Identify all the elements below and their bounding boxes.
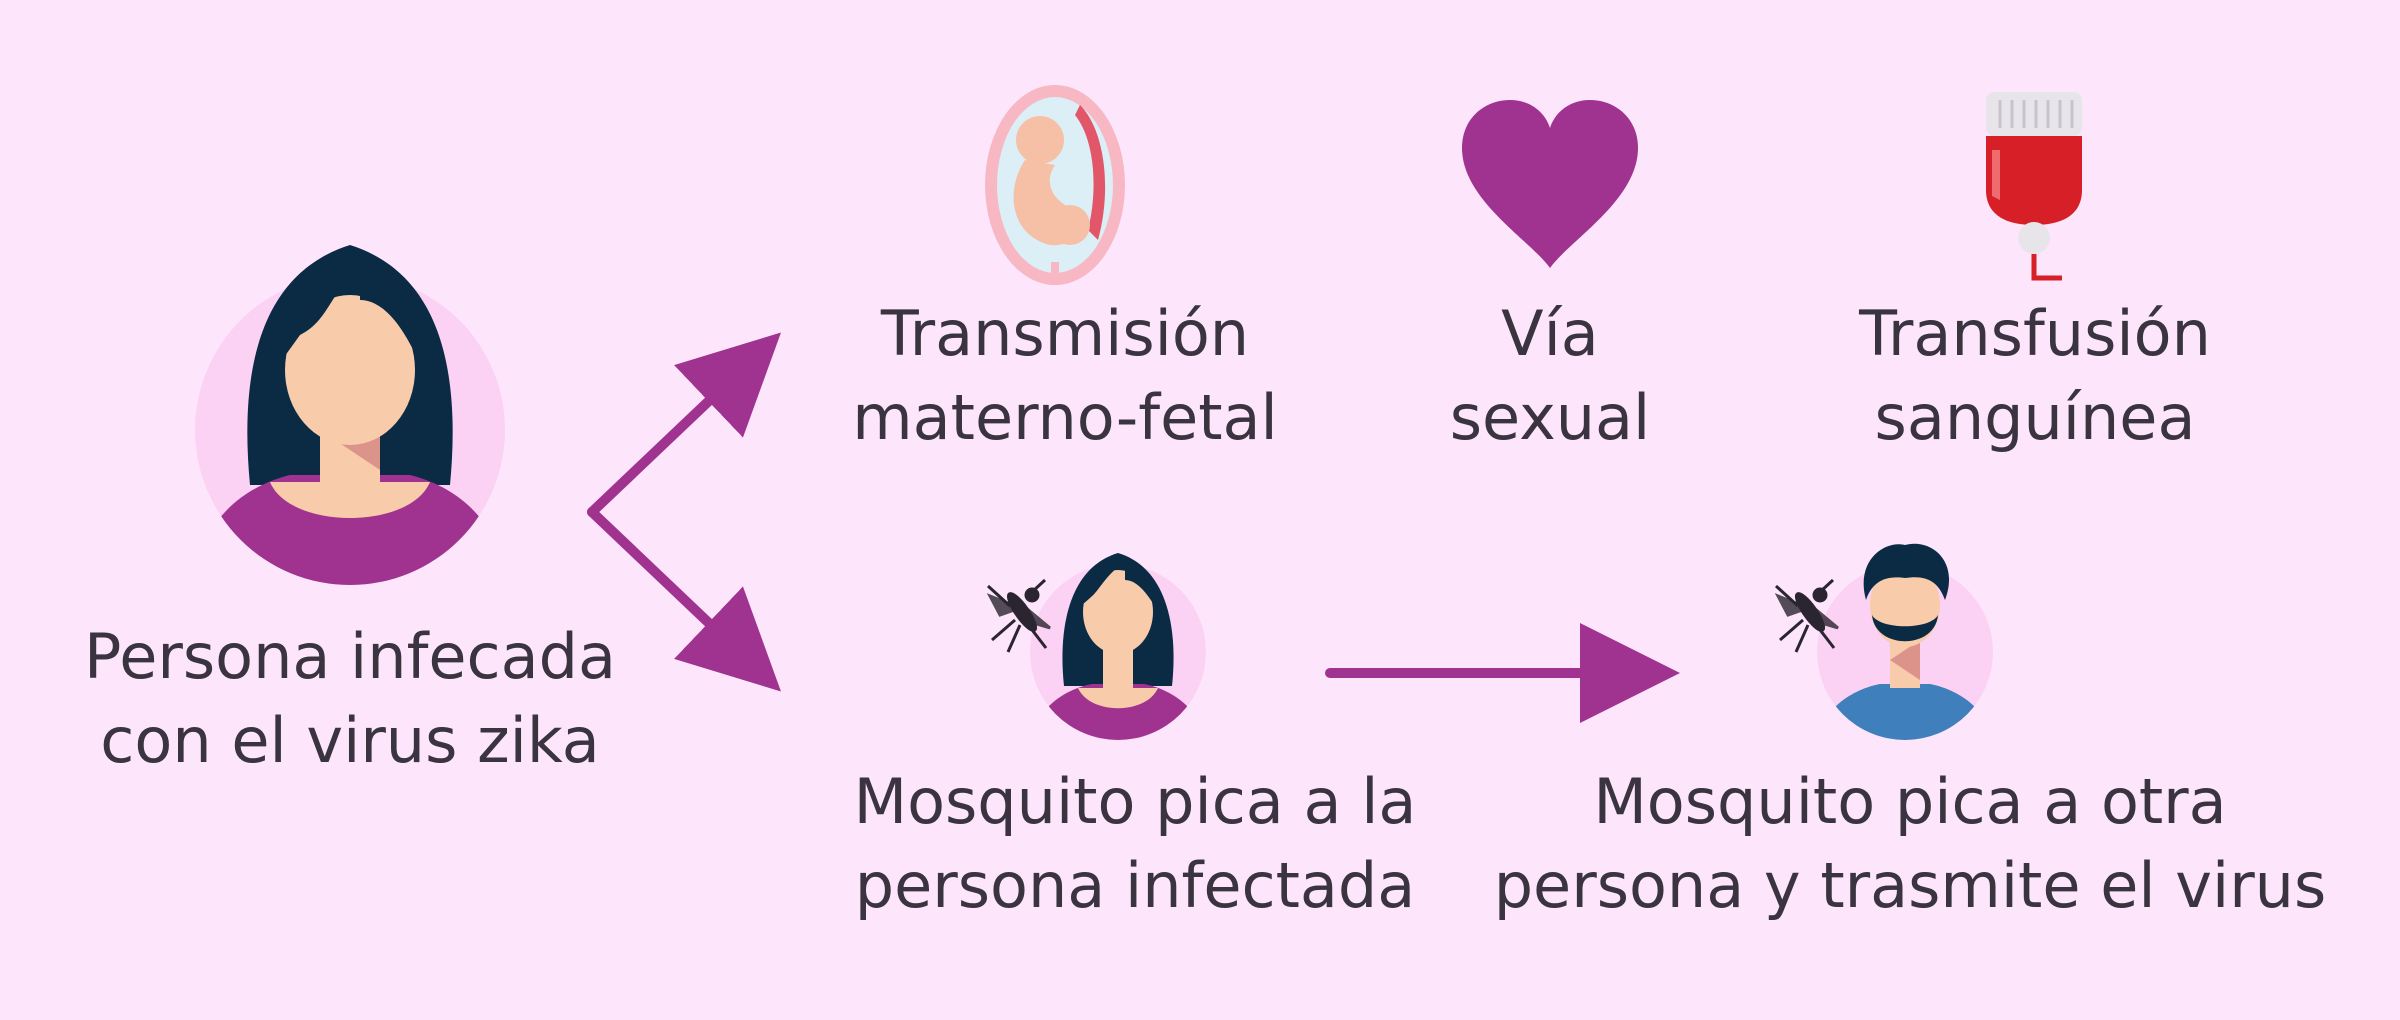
maternal-line-1: Transmisión xyxy=(880,297,1250,370)
transfusion-line-2: sanguínea xyxy=(1874,381,2196,454)
source-line-2: con el virus zika xyxy=(100,704,600,777)
sexual-label: Vía sexual xyxy=(1350,292,1750,460)
sexual-line-2: sexual xyxy=(1449,381,1651,454)
mosquito-woman-icon xyxy=(1030,553,1206,740)
maternal-label: Transmisión materno-fetal xyxy=(815,292,1315,460)
transfusion-line-1: Transfusión xyxy=(1859,297,2211,370)
mosquito-spread-line-2: persona y trasmite el virus xyxy=(1493,849,2327,922)
mosquito-spread-label: Mosquito pica a otra persona y trasmite … xyxy=(1475,760,2345,928)
mosquito-icon-2 xyxy=(1774,578,1839,653)
maternal-line-2: materno-fetal xyxy=(852,381,1278,454)
mosquito-icon xyxy=(986,578,1051,653)
mosquito-spread-line-1: Mosquito pica a otra xyxy=(1593,765,2227,838)
mosquito-bite-line-2: persona infectada xyxy=(854,849,1416,922)
fetus-uterus-icon xyxy=(985,85,1125,285)
mosquito-bite-label: Mosquito pica a la persona infectada xyxy=(810,760,1460,928)
sexual-line-1: Vía xyxy=(1501,297,1599,370)
mosquito-man-icon xyxy=(1817,543,1993,740)
branch-arrows xyxy=(587,332,781,692)
mosquito-bite-line-1: Mosquito pica a la xyxy=(853,765,1417,838)
transfusion-label: Transfusión sanguínea xyxy=(1785,292,2285,460)
source-line-1: Persona infecada xyxy=(84,620,616,693)
woman-avatar-icon xyxy=(195,245,505,585)
arrow-down xyxy=(587,507,781,692)
arrow-up xyxy=(587,332,781,517)
blood-bag-icon xyxy=(1986,92,2082,281)
source-label: Persona infecada con el virus zika xyxy=(50,615,650,783)
heart-icon xyxy=(1462,100,1638,268)
